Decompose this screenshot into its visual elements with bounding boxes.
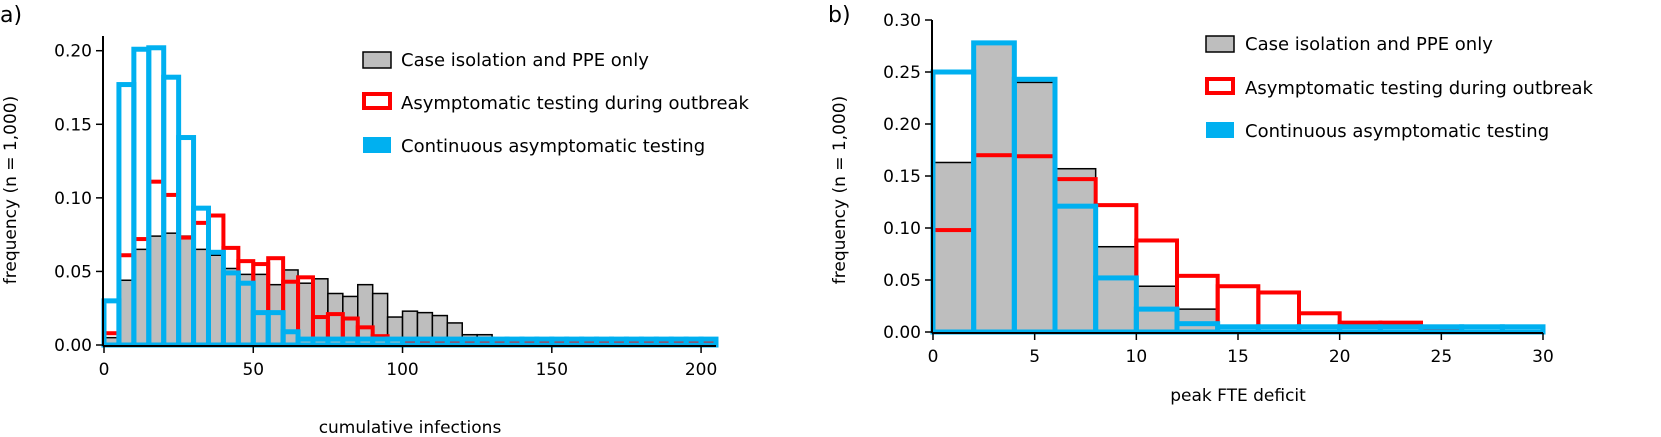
- panel-a-label: a): [0, 3, 22, 28]
- y-axis-title-b: frequency (n = 1,000): [830, 96, 850, 284]
- bar-case-isolation: [1176, 308, 1219, 333]
- legend-swatch-case-isolation: [1205, 35, 1235, 53]
- x-tick-label: 30: [1532, 347, 1554, 367]
- bar-case-isolation: [1013, 81, 1056, 333]
- axes-a: 0 50 100 150 200 0.00 0.05 0.10 0.15 0.20: [54, 36, 717, 380]
- x-tick-label: 15: [1227, 347, 1249, 367]
- bar-continuous: [1499, 324, 1546, 335]
- y-tick-label: 0.25: [883, 63, 921, 83]
- bar-continuous: [1296, 324, 1343, 335]
- bar-case-isolation: [932, 161, 975, 333]
- legend-swatch-continuous: [1206, 122, 1234, 138]
- x-tick-label: 100: [386, 360, 418, 380]
- x-tick-label: 50: [242, 360, 264, 380]
- legend-swatch-asymptomatic: [1205, 77, 1235, 95]
- x-tick-label: 20: [1329, 347, 1351, 367]
- bar-continuous: [1337, 324, 1383, 335]
- legend-label-case-isolation: Case isolation and PPE only: [1245, 34, 1493, 55]
- y-tick-label: 0.05: [883, 271, 921, 291]
- x-tick-label: 200: [685, 360, 717, 380]
- bar-case-isolation: [357, 283, 374, 346]
- y-tick-label: 0.20: [54, 42, 92, 62]
- x-axis-title-b: peak FTE deficit: [1170, 386, 1306, 406]
- legend-swatch-continuous: [363, 137, 391, 153]
- y-axis-title-a: frequency (n = 1,000): [1, 96, 21, 284]
- y-tick-label: 0.20: [883, 115, 921, 135]
- legend-swatch-case-isolation: [362, 51, 392, 69]
- x-tick-label: 0: [99, 360, 110, 380]
- bar-continuous: [1377, 324, 1424, 335]
- y-tick-label: 0.15: [54, 115, 92, 135]
- y-tick-label: 0.05: [54, 262, 92, 282]
- legend-label-asymptomatic: Asymptomatic testing during outbreak: [1245, 78, 1594, 99]
- x-tick-label: 10: [1126, 347, 1148, 367]
- bar-continuous: [1459, 324, 1505, 335]
- panel-a: a) 0 50 100 150 200 0.00 0.05 0.10 0.15 0.20 cumu…: [0, 3, 750, 437]
- y-tick-label: 0.10: [883, 219, 921, 239]
- x-tick-label: 5: [1029, 347, 1040, 367]
- x-tick-label: 0: [928, 347, 939, 367]
- x-tick-label: 150: [536, 360, 568, 380]
- bar-case-isolation: [1054, 167, 1097, 333]
- y-tick-label: 0.15: [883, 167, 921, 187]
- legend-label-continuous: Continuous asymptomatic testing: [1245, 121, 1549, 142]
- y-tick-label: 0.00: [54, 336, 92, 356]
- legend-label-continuous: Continuous asymptomatic testing: [401, 136, 705, 157]
- y-tick-label: 0.00: [883, 323, 921, 343]
- bar-case-isolation: [312, 278, 329, 346]
- bar-case-isolation: [1094, 245, 1138, 333]
- legend-label-case-isolation: Case isolation and PPE only: [401, 50, 649, 71]
- bar-continuous: [1255, 324, 1302, 335]
- legend-a: Case isolation and PPE only Asymptomatic…: [362, 50, 750, 157]
- axes-b: 0 5 10 15 20 25 30 0.00 0.05 0.10 0.15 0.20 0.25 0.30: [883, 11, 1554, 367]
- panel-b-label: b): [828, 3, 851, 28]
- x-tick-label: 25: [1431, 347, 1453, 367]
- x-axis-title-a: cumulative infections: [319, 418, 502, 437]
- bar-continuous: [1215, 324, 1261, 335]
- legend-swatch-asymptomatic: [362, 92, 392, 110]
- y-tick-label: 0.10: [54, 189, 92, 209]
- legend-b: Case isolation and PPE only Asymptomatic…: [1205, 34, 1594, 142]
- y-tick-label: 0.30: [883, 11, 921, 31]
- legend-label-asymptomatic: Asymptomatic testing during outbreak: [401, 93, 750, 114]
- bar-case-isolation: [972, 43, 1016, 333]
